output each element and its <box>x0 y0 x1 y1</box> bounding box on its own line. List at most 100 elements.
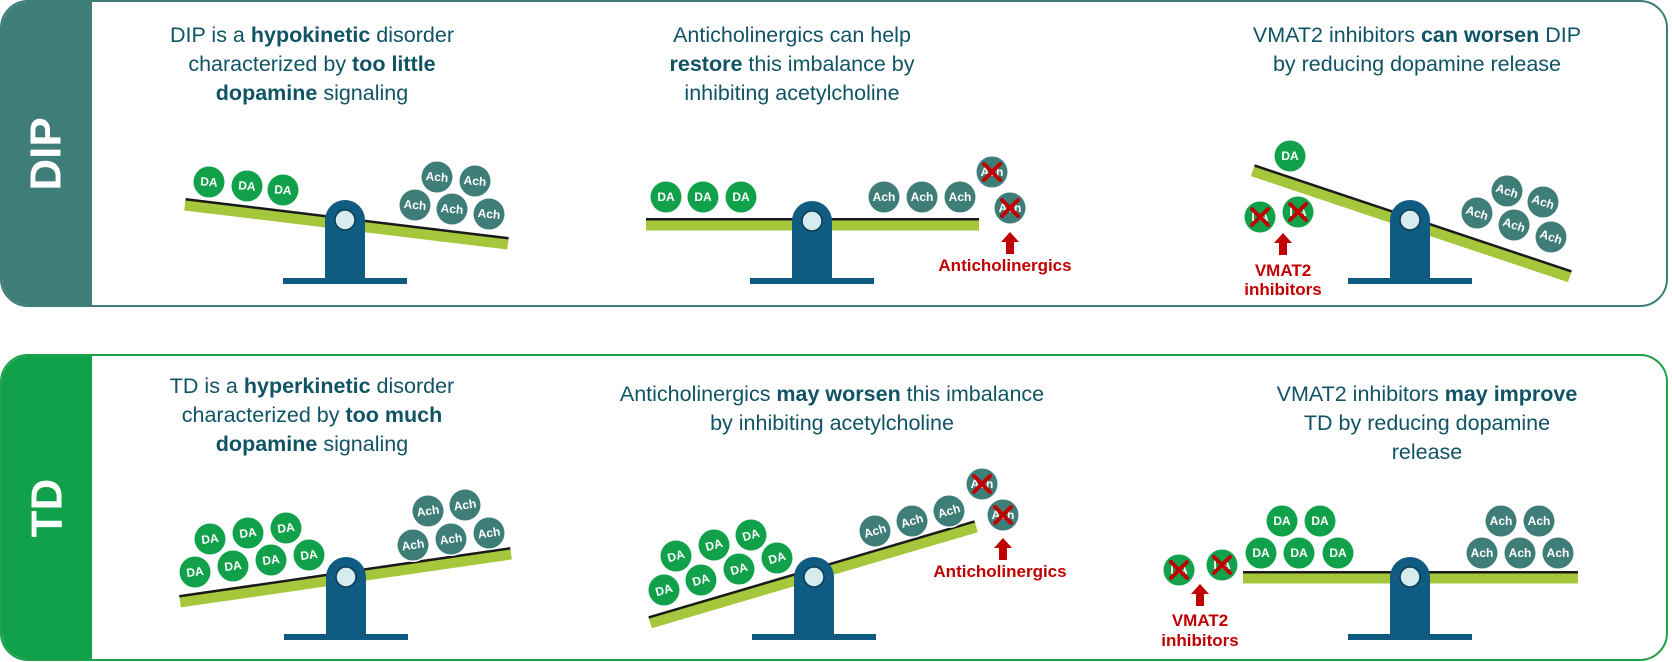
dopamine-token: DA <box>686 180 720 214</box>
acetylcholine-token: Ach <box>1526 185 1560 219</box>
dopamine-token: DA <box>647 573 681 607</box>
acetylcholine-token: Ach <box>1534 220 1568 254</box>
dip-caption-2-text-a: Anticholinergics can help <box>673 23 911 47</box>
dip-caption-1-text-c: signaling <box>317 81 409 105</box>
dip-anticholinergics-arrow-icon <box>1001 232 1019 254</box>
acetylcholine-token: Ach <box>858 514 892 548</box>
dip-caption-1: DIP is a hypokinetic disorder characteri… <box>162 21 462 108</box>
token-fill <box>473 517 505 549</box>
token-label: DA <box>1311 514 1329 528</box>
token-fill <box>648 574 680 606</box>
dip-caption-1-bold-b: too little dopamine <box>215 52 436 105</box>
x-stroke <box>1169 560 1189 580</box>
token-fill <box>1266 505 1298 537</box>
token-fill <box>1535 221 1567 253</box>
token-fill <box>421 161 453 193</box>
token-fill <box>650 181 682 213</box>
fulcrum-pivot <box>803 566 825 588</box>
dip-s2-fulcrum <box>750 201 874 284</box>
dip-caption-1-bold-a: hypokinetic <box>250 23 371 47</box>
dip-row-header: DIP <box>2 2 92 305</box>
token-label: DA <box>1252 546 1270 560</box>
dopamine-token: DA <box>193 522 227 556</box>
red-x-icon <box>1169 560 1189 580</box>
dopamine-token: DA <box>1282 536 1316 570</box>
dip-caption-2-text-b: this imbalance by inhibiting acetylcholi… <box>684 52 915 105</box>
dopamine-token: DA <box>1244 536 1278 570</box>
dip-caption-3-text-a: VMAT2 inhibitors <box>1252 23 1421 47</box>
token-label: Ach <box>463 173 487 189</box>
dopamine-token: DA <box>1321 536 1355 570</box>
token-label: DA <box>666 547 687 565</box>
token-label: Ach <box>899 511 925 531</box>
td-caption-1-text-b: disorder characterized by <box>181 374 455 427</box>
fulcrum-pivot <box>335 566 357 588</box>
dip-s3-fulcrum <box>1348 200 1472 284</box>
td-s3-fulcrum <box>1348 557 1472 640</box>
dopamine-token: DA <box>1273 139 1307 173</box>
acetylcholine-token: Ach <box>986 498 1020 532</box>
token-fill <box>436 193 468 225</box>
dopamine-token: DA <box>1303 504 1337 538</box>
token-label: DA <box>299 547 318 563</box>
token-fill <box>906 181 938 213</box>
token-label: Ach <box>1538 227 1564 247</box>
token-fill <box>1504 537 1536 569</box>
acetylcholine-token: Ach <box>472 516 506 550</box>
token-label: Ach <box>1547 546 1570 560</box>
acetylcholine-token: Ach <box>1503 536 1537 570</box>
token-label: DA <box>732 190 750 204</box>
dip-anticholinergics-label: Anticholinergics <box>938 256 1071 275</box>
acetylcholine-token: Ach <box>472 197 506 231</box>
td-caption-1-text-c: signaling <box>317 432 409 456</box>
td-caption-3-bold-a: may improve <box>1444 382 1578 406</box>
token-fill <box>698 529 730 561</box>
fulcrum-base <box>1348 278 1472 284</box>
x-stroke <box>982 162 1002 182</box>
token-fill <box>449 489 481 521</box>
dopamine-token: DA <box>1205 548 1239 582</box>
acetylcholine-token: Ach <box>435 192 469 226</box>
token-label: Ach <box>1528 514 1551 528</box>
x-stroke <box>993 505 1013 525</box>
token-fill <box>1485 505 1517 537</box>
dopamine-token: DA <box>659 539 693 573</box>
token-fill <box>896 505 928 537</box>
dopamine-token: DA <box>722 552 756 586</box>
dip-caption-3-bold-a: can worsen <box>1420 23 1540 47</box>
token-label: DA <box>704 536 725 554</box>
fulcrum-base <box>1348 634 1472 640</box>
td-caption-1-bold-b: too much dopamine <box>215 403 443 456</box>
token-label: DA <box>238 178 257 193</box>
fulcrum-pivot <box>801 210 823 232</box>
token-fill <box>933 495 965 527</box>
x-stroke <box>1250 207 1270 227</box>
token-fill <box>1527 186 1559 218</box>
td-caption-3: VMAT2 inhibitors may improve TD by reduc… <box>1272 380 1582 467</box>
acetylcholine-token: Ach <box>867 180 901 214</box>
token-fill <box>194 523 226 555</box>
dip-caption-2: Anticholinergics can help restore this i… <box>642 21 942 108</box>
dopamine-token: DA <box>230 169 264 203</box>
acetylcholine-token: Ach <box>411 494 445 528</box>
token-label: Ach <box>1490 514 1513 528</box>
token-label: Ach <box>949 190 972 204</box>
dip-vmat2-label-line2: inhibitors <box>1244 280 1321 299</box>
token-label: Ach <box>873 190 896 204</box>
token-fill <box>725 181 757 213</box>
token-fill <box>687 181 719 213</box>
token-fill <box>1523 505 1555 537</box>
token-fill <box>217 550 249 582</box>
td-anticholinergics-label: Anticholinergics <box>933 562 1066 581</box>
token-fill <box>868 181 900 213</box>
token-fill <box>1466 537 1498 569</box>
fulcrum-base <box>284 634 408 640</box>
token-fill <box>735 519 767 551</box>
dip-caption-1-text-b: disorder characterized by <box>188 23 454 76</box>
dopamine-token: DA <box>760 541 794 575</box>
token-label: DA <box>223 558 242 574</box>
red-x-icon <box>1000 198 1020 218</box>
dopamine-token: DA <box>231 516 265 550</box>
acetylcholine-token: Ach <box>905 180 939 214</box>
